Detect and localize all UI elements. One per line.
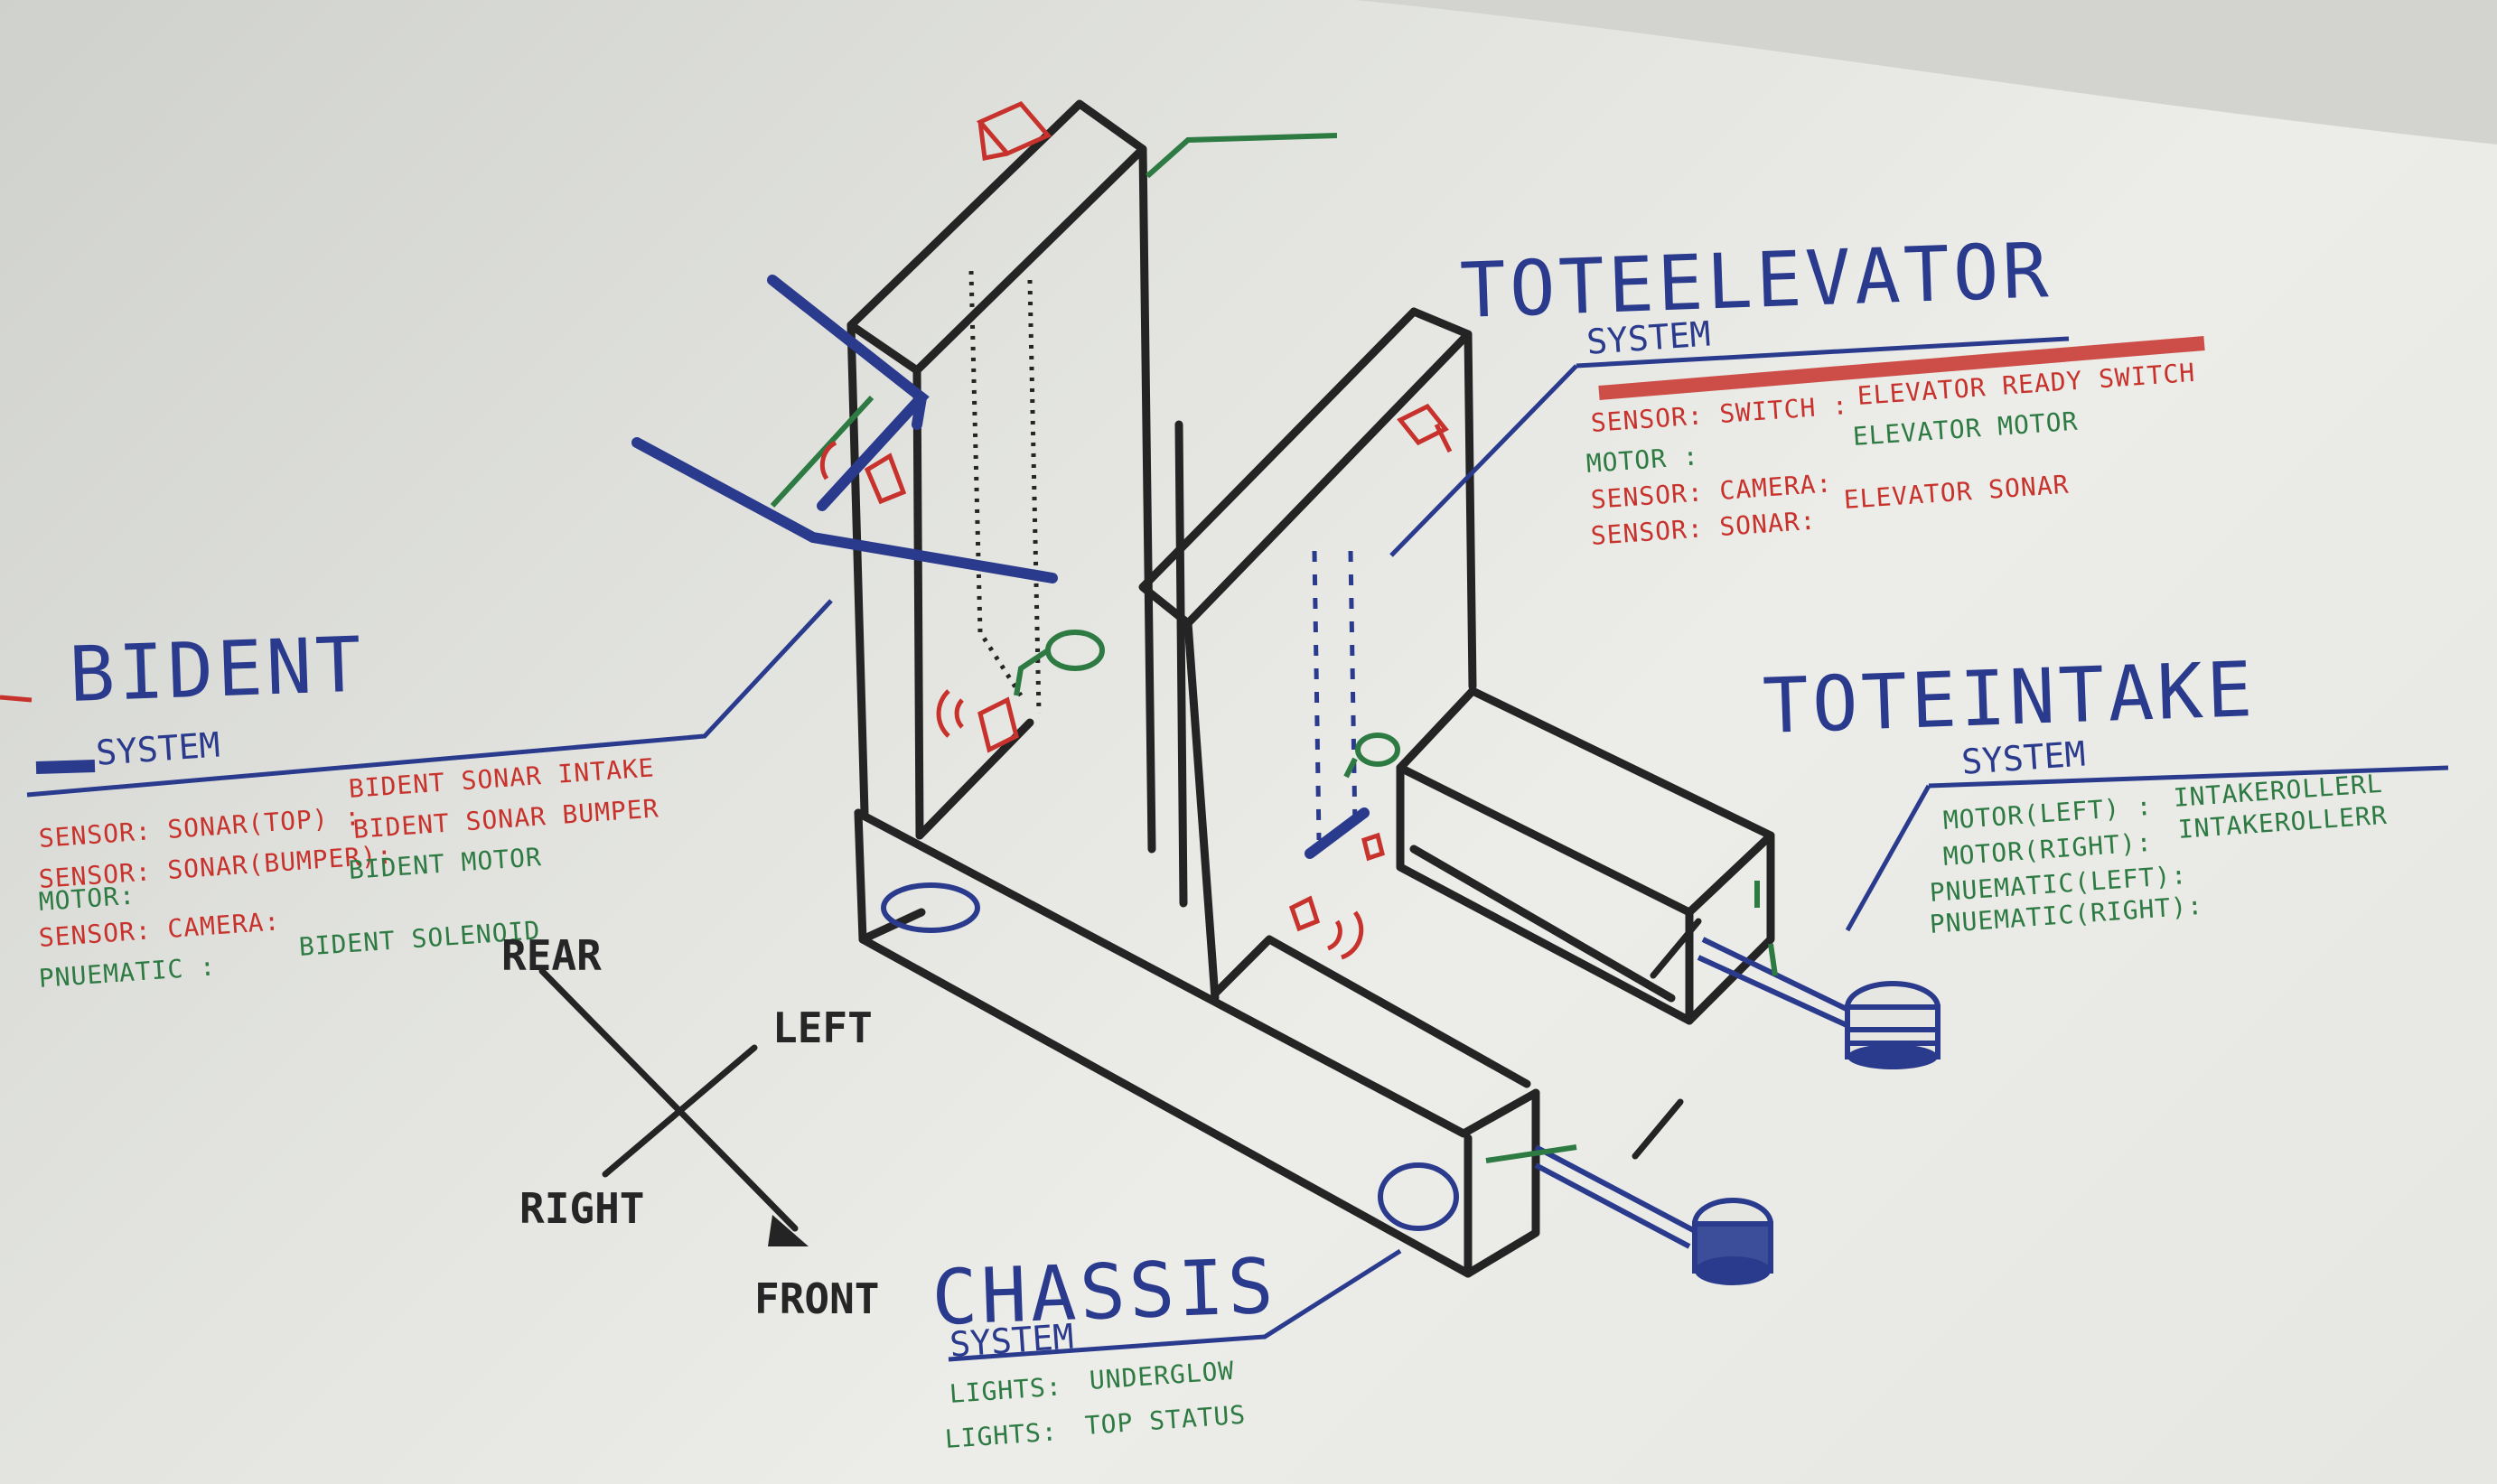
bident-upper-arm	[772, 280, 921, 506]
edge-mark	[0, 697, 32, 700]
tower-right-edge	[1188, 623, 1215, 998]
bident-title: BIDENT	[68, 627, 366, 713]
tote-elevator-title: TOTEELEVATOR	[1459, 232, 2053, 329]
chassis-subtitle: SYSTEM	[949, 1319, 1075, 1361]
tower-left-inner-edge	[917, 370, 920, 835]
sonar-elevator	[1292, 899, 1317, 929]
camera-elevator	[1400, 406, 1450, 452]
bident-highlight	[36, 766, 95, 768]
roller-motor-front	[1695, 1200, 1771, 1285]
elevator-motor	[1048, 632, 1102, 668]
ready-switch	[1364, 835, 1382, 858]
tower-left-edge	[851, 325, 865, 813]
intake-chains	[1314, 551, 1355, 840]
tower-right-back-edge	[1468, 334, 1473, 686]
direction-front: FRONT	[754, 1278, 879, 1320]
bident-hinge	[917, 397, 921, 425]
intake-leg	[1635, 1102, 1680, 1156]
bident-label-3: MOTOR:	[38, 883, 136, 915]
intake-motor	[1358, 735, 1398, 764]
tower-right-top	[1143, 312, 1468, 623]
tote-intake-subtitle: SYSTEM	[1960, 736, 2087, 779]
elevator-motor-shaft	[1016, 650, 1048, 695]
front-step	[1215, 939, 1527, 1084]
elevator-chains	[971, 271, 1039, 714]
guide-post	[1179, 425, 1183, 903]
roller-motor-intake	[1847, 984, 1938, 1069]
intake-chain-right	[1351, 551, 1355, 831]
tote-elevator-label-2: MOTOR :	[1585, 443, 1700, 477]
tote-intake-title: TOTEINTAKE	[1762, 651, 2257, 744]
sonar-bumper-waves	[939, 691, 962, 736]
camera-leader-line	[1147, 135, 1337, 176]
elevator-callout	[1391, 366, 1576, 555]
sonar-elevator-waves	[1328, 912, 1361, 957]
tote-elevator-subtitle: SYSTEM	[1585, 316, 1712, 359]
compass-left-right-axis	[605, 1048, 754, 1174]
direction-rear: REAR	[501, 935, 602, 976]
intake-box-top	[1400, 691, 1771, 912]
intake-callout	[1847, 786, 1929, 930]
direction-left: LEFT	[772, 1007, 873, 1049]
direction-right: RIGHT	[519, 1188, 644, 1229]
drive-line-intake	[1703, 939, 1852, 1012]
chassis-label-2: LIGHTS:	[944, 1419, 1059, 1452]
chassis-rear-edge	[863, 912, 921, 939]
sonar-intake	[867, 456, 903, 501]
paper-edge	[1355, 0, 2497, 145]
drive-line-front	[1536, 1147, 1698, 1233]
front-wheel	[1380, 1165, 1456, 1228]
chain-right	[1030, 280, 1039, 714]
rear-wheel	[884, 885, 977, 930]
bident-lower-arm	[637, 443, 1052, 578]
intake-chain-left	[1314, 551, 1319, 840]
tower-left-back-edge	[1143, 149, 1152, 849]
bident-arms	[637, 280, 1364, 854]
chain-left	[971, 271, 1021, 695]
drive-parts	[884, 885, 1856, 1246]
drive-line-front-b	[1536, 1165, 1689, 1246]
chassis-label-1: LIGHTS:	[949, 1374, 1063, 1407]
intake-box-side	[1689, 835, 1771, 1021]
intake-box-rail	[1414, 849, 1671, 998]
bident-subtitle: SYSTEM	[95, 727, 221, 770]
